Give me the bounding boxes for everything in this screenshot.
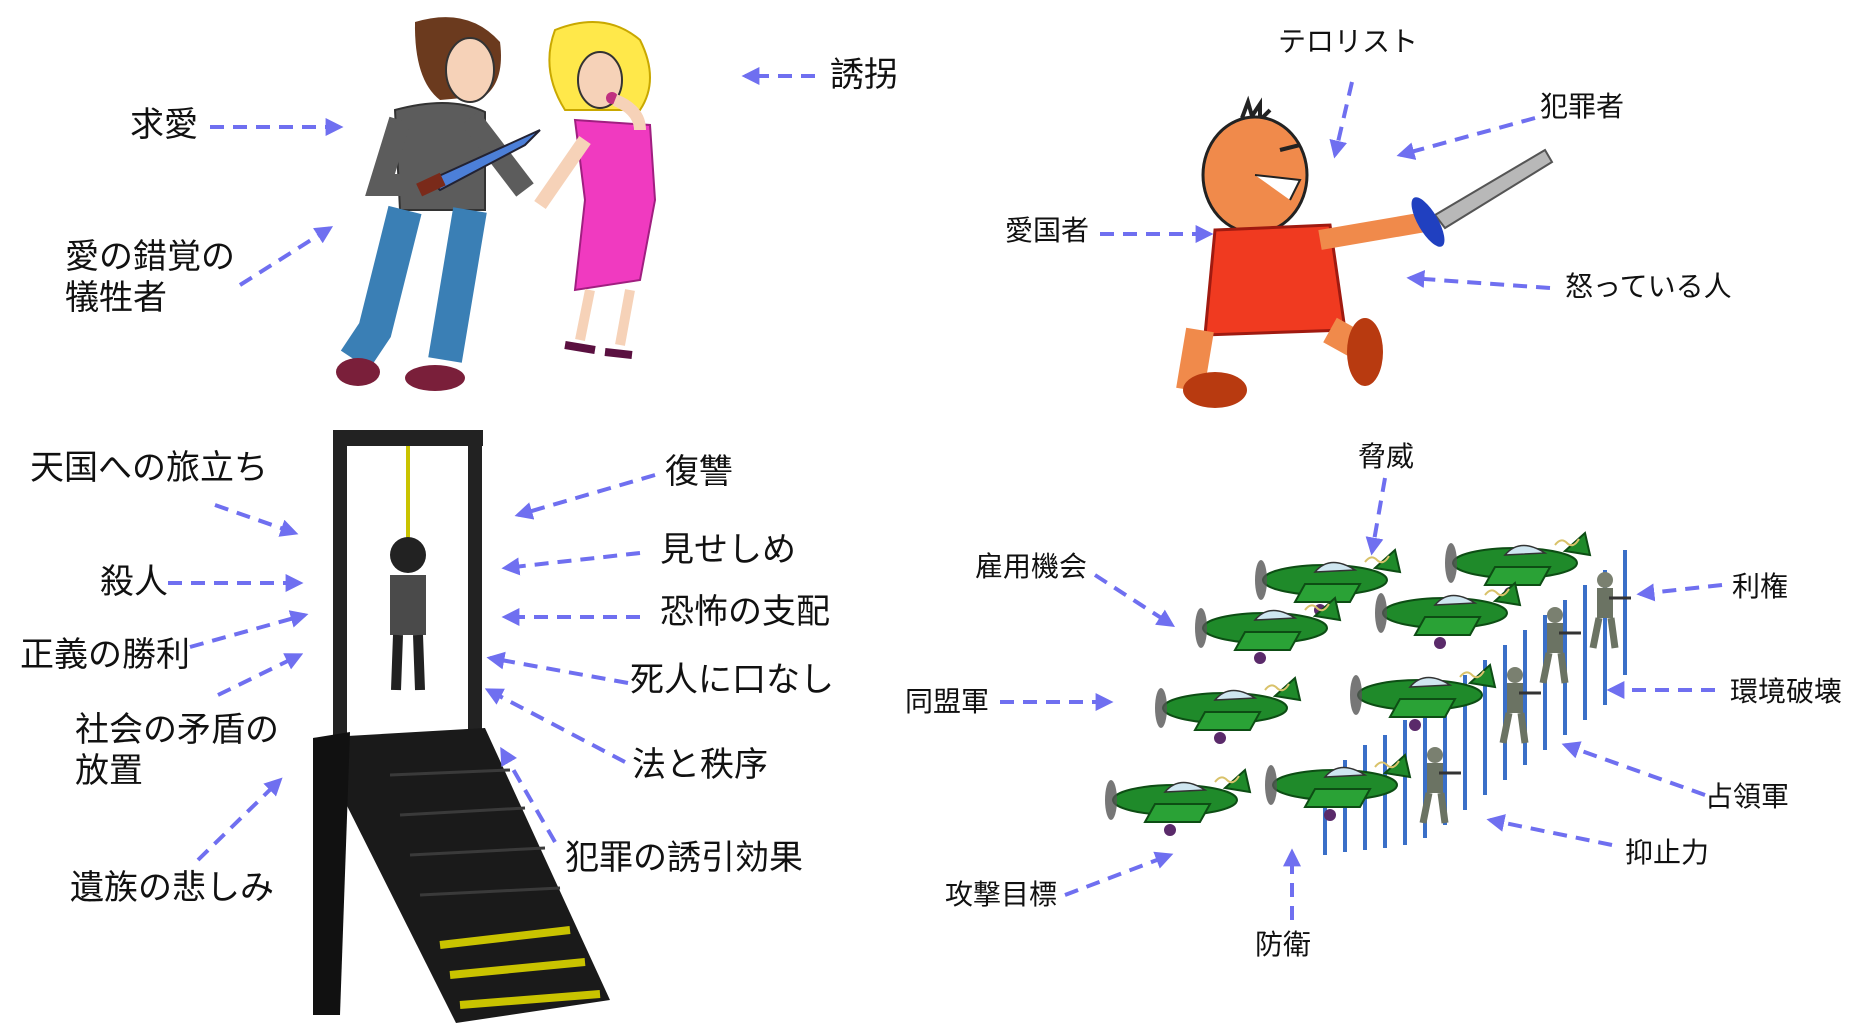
label-izoku: 遺族の悲しみ [70,868,274,908]
label-riken: 利権 [1732,570,1789,603]
arrow-shinin [486,651,629,685]
arrow-fukushu [514,473,656,520]
label-satsujin: 殺人 [100,562,168,602]
arrow-mujun [217,653,304,697]
arrow-sakkaku [238,226,334,287]
label-aikokusha: 愛国者 [1005,214,1090,247]
arrow-yuuin [500,746,557,843]
arrow-misesime [501,551,641,576]
arrow-riken [1636,583,1723,602]
label-mujun: 社会の矛盾の放置 [75,710,279,791]
label-yuukai: 誘拐 [830,55,898,95]
label-kougeki: 攻撃目標 [945,878,1058,911]
label-kyuai: 求愛 [130,105,198,145]
arrow-okotteiru [1406,270,1551,290]
label-okotteiru: 怒っている人 [1565,270,1732,303]
label-seigi: 正義の勝利 [20,635,190,675]
warrior-illustration [1176,95,1554,408]
label-fukushu: 復讐 [665,452,733,492]
label-senryou: 占領軍 [1705,780,1790,813]
arrow-seigi [189,610,309,649]
label-yokushi: 抑止力 [1625,836,1710,869]
arrow-hou [484,688,626,764]
arrow-yokushi [1486,814,1613,847]
arrow-terrorist [1329,81,1354,159]
label-terrorist: テロリスト [1278,25,1419,58]
label-kankyou: 環境破壊 [1730,675,1843,708]
arrow-izoku [196,777,283,862]
label-kyoufu: 恐怖の支配 [660,592,830,632]
label-hou: 法と秩序 [632,745,768,785]
label-bouei: 防衛 [1255,928,1312,961]
gallows-illustration [313,430,610,1023]
label-hanzaisha: 犯罪者 [1540,90,1625,123]
military-illustration [1104,532,1631,855]
label-koyou: 雇用機会 [975,550,1088,583]
arrows [168,67,1723,920]
arrow-tengoku [214,503,299,537]
label-shinin: 死人に口なし [630,660,834,700]
arrow-koyou [1093,573,1176,627]
arrow-hanzaisha [1396,116,1536,160]
label-yuuin: 犯罪の誘引効果 [565,838,803,878]
couple-illustration [336,17,657,391]
label-misesime: 見せしめ [660,530,796,570]
arrow-kougeki [1064,851,1174,897]
label-kyoui: 脅威 [1358,440,1415,473]
arrow-kyoui [1365,477,1387,556]
label-tengoku: 天国への旅立ち [30,448,268,488]
label-sakkaku: 愛の錯覚の犠牲者 [65,237,235,318]
arrow-senryou [1561,741,1706,797]
label-doumei: 同盟軍 [905,685,990,718]
